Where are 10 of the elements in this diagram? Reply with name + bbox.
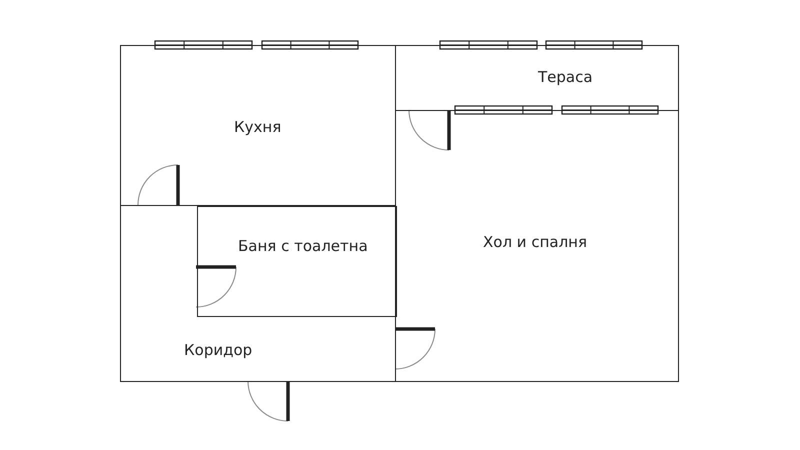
room-outline — [120, 45, 396, 206]
room-label: Тераса — [538, 68, 593, 86]
room-outline — [197, 206, 397, 317]
room-label: Хол и спалня — [483, 233, 587, 251]
room-outline — [395, 45, 679, 111]
room-label: Баня с тоалетна — [238, 237, 368, 255]
room-label: Коридор — [184, 341, 252, 359]
room-outline — [120, 205, 396, 382]
room-outline — [395, 110, 679, 382]
room-label: Кухня — [234, 118, 282, 136]
